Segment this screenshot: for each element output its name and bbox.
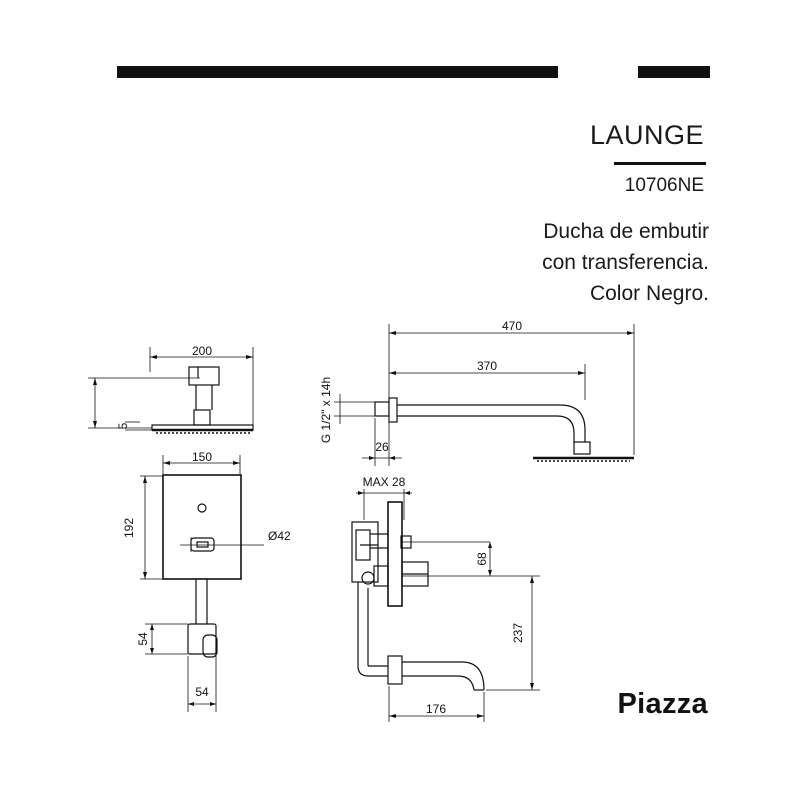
dim-outlet-height: 237 — [511, 623, 525, 643]
dim-valve-offset: 68 — [475, 552, 489, 566]
dim-thread: G 1/2" x 14h — [319, 377, 333, 443]
dim-spout-width: 54 — [195, 685, 209, 699]
description-line: Color Negro. — [589, 282, 709, 305]
product-description: Ducha de embutir con transferencia. Colo… — [542, 216, 709, 309]
dim-spout-reach: 176 — [426, 702, 446, 716]
dim-max-depth: MAX 28 — [363, 475, 406, 489]
dim-handle-diameter: Ø42 — [268, 529, 291, 543]
description-line: con transferencia. — [542, 251, 709, 274]
dim-arm-reach: 370 — [477, 359, 497, 373]
valve-plate-front-view — [140, 455, 264, 712]
header-bar-long — [117, 66, 558, 78]
dim-plate-width: 150 — [192, 450, 212, 464]
brand-logo: Piazza — [617, 688, 708, 720]
valve-body-side-view — [351, 489, 540, 722]
model-name: LAUNGE — [589, 120, 704, 150]
shower-head-side-view — [88, 347, 254, 434]
header-bar-short — [638, 66, 710, 78]
dim-arm-length: 470 — [502, 319, 522, 333]
model-underline — [614, 162, 706, 165]
description-line: Ducha de embutir — [543, 220, 709, 243]
dim-flange-depth: 26 — [375, 440, 389, 454]
product-code: 10706NE — [624, 175, 704, 196]
dim-head-thickness: 5 — [116, 422, 130, 429]
dim-spout-height: 54 — [136, 632, 150, 646]
shower-arm-side-view — [334, 324, 635, 466]
dim-plate-height: 192 — [122, 518, 136, 538]
dim-head-width: 200 — [192, 344, 212, 358]
